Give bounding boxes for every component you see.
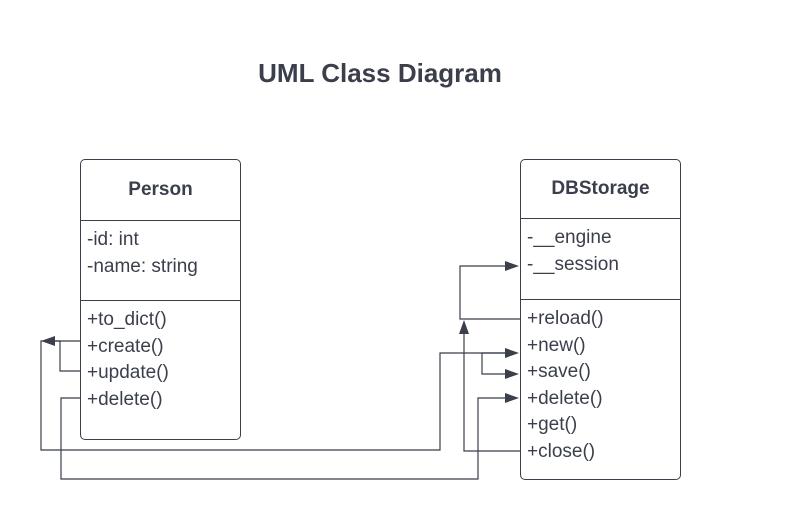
methods-section: +reload() +new() +save() +delete() +get(… <box>521 300 680 465</box>
method-delete: +delete() <box>527 387 603 409</box>
arrowhead-icon <box>505 393 519 403</box>
connector-reload-to-session <box>459 265 520 320</box>
attributes-section: -id: int -name: string <box>81 221 240 301</box>
method-delete: +delete() <box>87 388 163 410</box>
methods-section: +to_dict() +create() +update() +delete() <box>81 301 240 413</box>
method-close: +close() <box>527 440 596 462</box>
attribute-session: -__session <box>527 253 619 275</box>
method-new: +new() <box>527 334 586 356</box>
attribute-name: -name: string <box>87 255 198 277</box>
method-get: +get() <box>527 414 578 435</box>
class-dbstorage[interactable]: DBStorage -__engine -__session +reload()… <box>520 159 681 480</box>
connector-create-update <box>55 340 80 372</box>
diagram-title: UML Class Diagram <box>258 58 502 88</box>
arrowhead-icon <box>459 320 469 334</box>
class-name: Person <box>81 160 240 221</box>
method-save: +save() <box>527 361 591 382</box>
method-update: +update() <box>87 362 169 383</box>
connector-close-to-session <box>463 334 520 452</box>
attribute-id: -id: int <box>87 229 139 250</box>
method-create: +create() <box>87 335 164 357</box>
method-to-dict: +to_dict() <box>87 309 167 330</box>
arrowhead-icon <box>505 348 519 358</box>
class-person[interactable]: Person -id: int -name: string +to_dict()… <box>80 159 241 440</box>
connector-to-save <box>481 352 505 375</box>
attributes-section: -__engine -__session <box>521 219 680 300</box>
arrowhead-icon <box>505 369 519 379</box>
class-name: DBStorage <box>521 160 680 219</box>
attribute-engine: -__engine <box>527 227 612 248</box>
arrowhead-icon <box>41 336 55 346</box>
arrowhead-icon <box>505 261 519 271</box>
method-reload: +reload() <box>527 308 604 329</box>
